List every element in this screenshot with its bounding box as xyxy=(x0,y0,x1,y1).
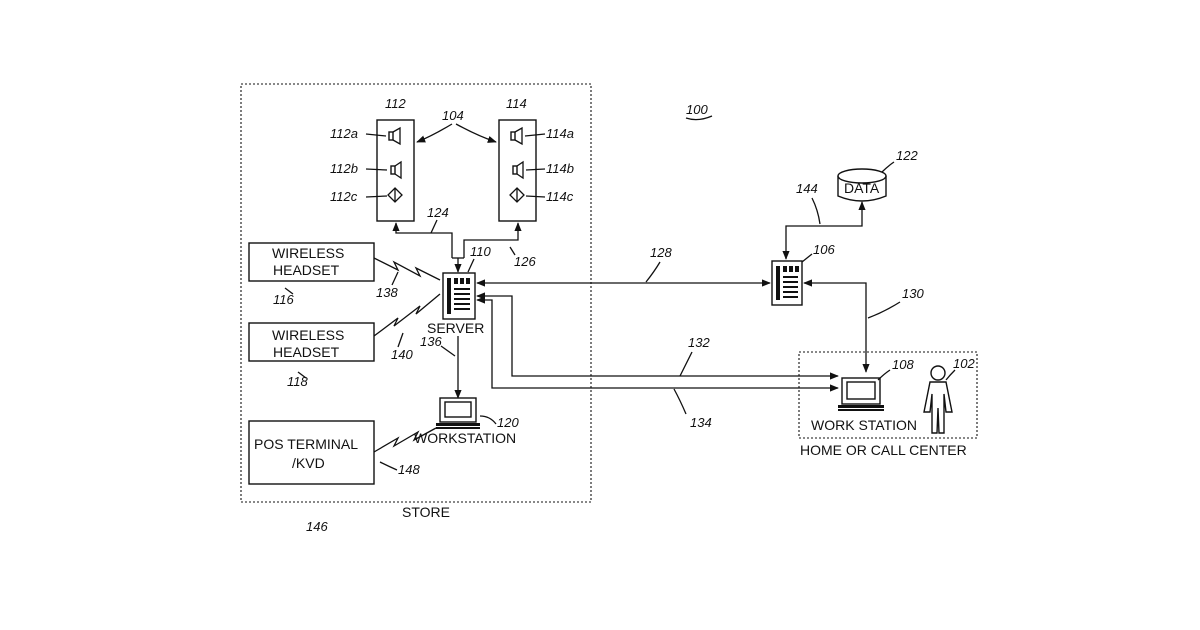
system-ref: 100 xyxy=(686,102,708,117)
panel-group-arrow-right xyxy=(456,124,496,142)
right-panel-item-b: 114b xyxy=(546,161,574,176)
link-132 xyxy=(477,296,838,376)
panel-group-ref: 104 xyxy=(442,108,464,123)
link-130-ref: 130 xyxy=(902,286,924,301)
link-134 xyxy=(477,300,838,388)
left-panel-item-a: 112a xyxy=(330,126,358,141)
left-panel-item-b: 112b xyxy=(330,161,358,176)
person-icon xyxy=(924,366,952,433)
pos-line1: POS TERMINAL xyxy=(254,436,358,452)
left-panel-ref: 112 xyxy=(385,96,406,111)
computer-icon xyxy=(436,398,480,429)
pos-ref: 148 xyxy=(398,462,420,477)
right-panel-ref: 114 xyxy=(506,96,527,111)
headset-1-ref: 116 xyxy=(273,292,294,307)
store-label: STORE xyxy=(402,504,450,520)
link-130 xyxy=(804,283,866,372)
data-ref: 122 xyxy=(896,148,918,163)
home-label: HOME OR CALL CENTER xyxy=(800,442,967,458)
link-126-ref: 126 xyxy=(514,254,536,269)
left-panel: 112 112a 112b 112c xyxy=(330,96,414,221)
store-workstation-label: WORKSTATION xyxy=(414,430,516,446)
link-136-ref: 136 xyxy=(420,334,442,349)
pos-line2: /KVD xyxy=(292,455,325,471)
link-134-ref: 134 xyxy=(690,415,712,430)
pos-box xyxy=(249,421,374,484)
link-132-ref: 132 xyxy=(688,335,710,350)
headset-2-ref: 118 xyxy=(287,374,308,389)
headset-1-link-ref: 138 xyxy=(376,285,398,300)
remote-server-icon xyxy=(772,261,802,305)
headset-1-wireless-link xyxy=(374,258,440,280)
headset-2-link-ref: 140 xyxy=(391,347,413,362)
headset-2-line1: WIRELESS xyxy=(272,327,344,343)
left-panel-item-c: 112c xyxy=(330,189,358,204)
remote-server-ref: 106 xyxy=(813,242,835,257)
link-128-ref: 128 xyxy=(650,245,672,260)
headset-1-line2: HEADSET xyxy=(273,262,340,278)
panel-group-arrow-left xyxy=(417,124,452,142)
headset-1-line1: WIRELESS xyxy=(272,245,344,261)
person-ref: 102 xyxy=(953,356,975,371)
link-144-ref: 144 xyxy=(796,181,818,196)
home-workstation-label: WORK STATION xyxy=(811,417,917,433)
home-computer-icon xyxy=(838,378,884,411)
store-ref: 146 xyxy=(306,519,328,534)
right-panel-item-a: 114a xyxy=(546,126,574,141)
home-workstation-ref: 108 xyxy=(892,357,914,372)
server-icon xyxy=(443,273,475,319)
data-label: DATA xyxy=(844,180,880,196)
server-ref: 110 xyxy=(470,244,491,259)
link-124-ref: 124 xyxy=(427,205,449,220)
right-panel: 114 114a 114b 114c xyxy=(499,96,574,221)
store-workstation-ref: 120 xyxy=(497,415,519,430)
link-124 xyxy=(396,223,452,258)
right-panel-item-c: 114c xyxy=(546,189,574,204)
headset-2-line2: HEADSET xyxy=(273,344,340,360)
